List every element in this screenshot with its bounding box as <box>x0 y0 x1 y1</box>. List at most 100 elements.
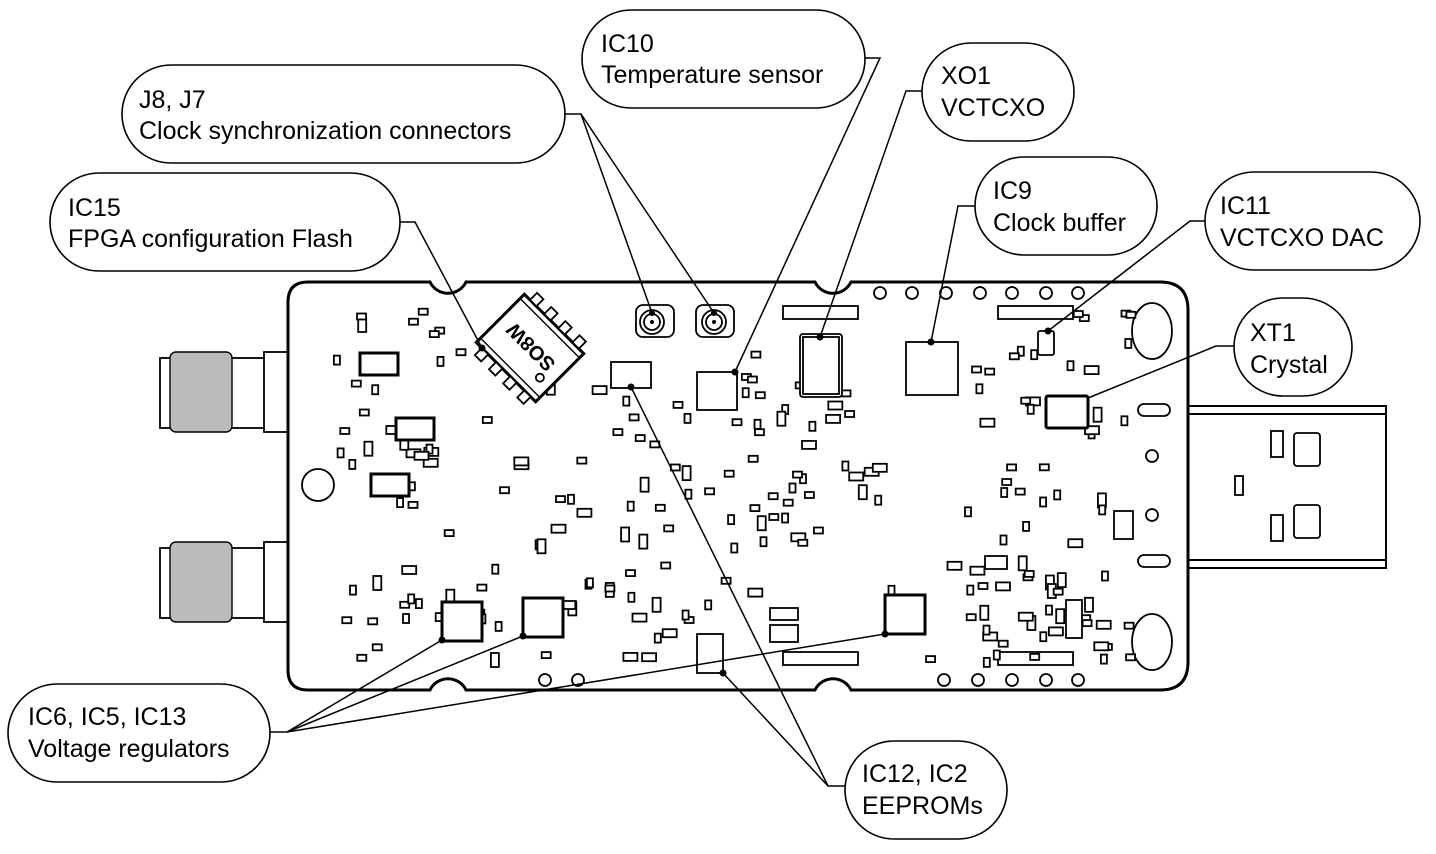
smd-passive <box>808 420 817 432</box>
smd-passive <box>350 379 362 388</box>
smd-passive <box>756 515 767 532</box>
callout-description: Clock buffer <box>993 209 1126 237</box>
smd-passive <box>660 561 672 570</box>
callout-xo1: XO1 VCTCXO <box>921 42 1075 142</box>
smd-passive <box>681 609 690 621</box>
smd-passive <box>1123 621 1135 630</box>
smd-passive <box>747 587 764 598</box>
smd-passive <box>622 395 631 407</box>
callout-description: VCTCXO DAC <box>1220 224 1384 252</box>
smd-passive <box>792 470 803 479</box>
smd-passive <box>348 458 357 470</box>
test-point <box>1071 673 1085 687</box>
smd-passive <box>1045 604 1053 616</box>
smd-passive <box>759 536 768 548</box>
smd-passive <box>804 491 815 499</box>
test-points <box>538 286 1085 687</box>
test-point <box>1039 673 1053 687</box>
smd-passive <box>827 400 844 411</box>
callout-ic9: IC9 Clock buffer <box>974 156 1158 256</box>
smd-passive <box>634 434 646 443</box>
smd-passive <box>754 428 765 437</box>
smd-passive <box>336 447 345 459</box>
test-point <box>538 673 552 687</box>
test-point <box>971 673 985 687</box>
callout-designator: IC15 <box>68 194 121 222</box>
smd-passive <box>622 652 639 662</box>
smd-passive <box>825 413 841 424</box>
smd-passive <box>443 529 455 537</box>
smd-passive <box>332 354 341 366</box>
smd-passive <box>1078 314 1090 323</box>
smd-passive <box>1039 496 1047 508</box>
sot-component <box>1065 599 1083 639</box>
smd-passive <box>799 473 807 485</box>
sma-connector-top <box>159 351 289 433</box>
smd-passive <box>1084 596 1094 613</box>
smd-passive <box>1023 570 1035 578</box>
smd-passive <box>768 513 780 521</box>
smd-passive <box>797 538 809 547</box>
smd-passive <box>874 494 883 506</box>
mounting-holes <box>301 302 1173 671</box>
smd-passive <box>1001 478 1013 486</box>
smd-passive <box>407 593 416 605</box>
smd-passive <box>367 617 379 626</box>
j7-connector <box>695 304 735 338</box>
smd-passive <box>946 560 963 571</box>
smd-passive <box>731 418 743 427</box>
smd-passive <box>1038 463 1050 472</box>
smd-passive <box>704 487 715 496</box>
callout-ic15: IC15 FPGA configuration Flash <box>49 172 401 272</box>
smd-passive <box>402 613 410 624</box>
smd-passive <box>975 383 984 395</box>
smd-passive <box>604 584 616 593</box>
callout-j8-j7: J8, J7 Clock synchronization connectors <box>121 64 566 164</box>
smd-passive <box>407 500 419 509</box>
smd-passive <box>425 443 434 455</box>
smd-passive <box>979 417 996 428</box>
smd-passive <box>750 350 762 359</box>
callout-description: FPGA configuration Flash <box>68 225 353 253</box>
smd-passive <box>1030 349 1039 361</box>
smd-passive <box>371 384 380 396</box>
smd-passive <box>801 439 817 450</box>
callout-eeproms: IC12, IC2 EEPROMs <box>844 740 1008 840</box>
smd-passive <box>639 476 650 493</box>
smd-passive <box>651 596 662 613</box>
smd-passive <box>982 624 991 636</box>
smd-passive <box>626 500 635 512</box>
passive-components <box>332 307 1137 668</box>
sma-connector-bottom <box>159 541 289 623</box>
smd-passive <box>1092 406 1103 423</box>
smd-passive <box>683 412 692 424</box>
smd-passive <box>1029 653 1041 661</box>
smd-passive <box>591 385 608 396</box>
callout-designator: IC6, IC5, IC13 <box>28 703 186 731</box>
smd-passive <box>997 639 1009 648</box>
callout-description: Voltage regulators <box>28 735 230 763</box>
smd-passive <box>1100 653 1108 665</box>
smd-passive <box>723 469 735 478</box>
ic10-temperature-sensor <box>696 371 738 411</box>
smd-passive <box>754 391 766 400</box>
smd-passive <box>925 655 936 663</box>
ic5-voltage-regulator <box>521 596 565 639</box>
smd-passive <box>654 503 666 512</box>
smd-passive <box>1026 403 1035 415</box>
smd-passive <box>1055 608 1066 625</box>
xo1-vctcxo <box>799 333 843 398</box>
smd-passive <box>638 533 649 550</box>
test-point <box>973 286 987 300</box>
smd-passive <box>781 512 789 524</box>
smd-passive <box>536 538 547 555</box>
smd-passive <box>612 428 624 437</box>
smd-passive <box>1125 310 1137 319</box>
smd-passive <box>844 410 855 418</box>
smd-passive <box>871 462 888 473</box>
smd-passive <box>782 498 794 507</box>
smd-passive <box>1022 521 1030 532</box>
smd-passive <box>567 493 575 505</box>
smd-passive <box>1006 463 1017 472</box>
smd-passive <box>1039 631 1048 643</box>
